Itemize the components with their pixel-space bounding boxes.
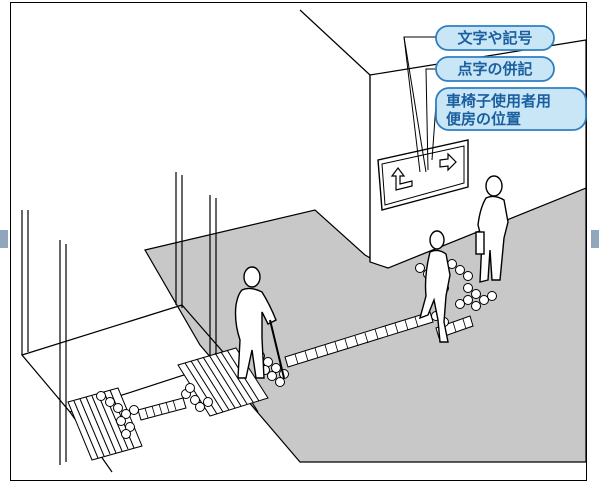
right-arrow-icon bbox=[439, 152, 457, 172]
callout-toilet-location-line1: 車椅子使用者用 bbox=[446, 92, 551, 110]
person-with-cane bbox=[234, 266, 285, 379]
frame-tab-left bbox=[0, 230, 8, 248]
pedestrian-walking bbox=[418, 230, 451, 343]
directional-sign bbox=[377, 139, 469, 211]
callout-braille-label: 点字の併記 bbox=[457, 60, 532, 78]
callout-toilet-location: 車椅子使用者用 便房の位置 bbox=[435, 87, 587, 131]
left-up-arrow-icon bbox=[390, 167, 413, 191]
callout-characters-symbols-label: 文字や記号 bbox=[457, 29, 532, 47]
callout-toilet-location-line2: 便房の位置 bbox=[446, 110, 521, 128]
tactile-warning-dots bbox=[96, 259, 497, 439]
frame-tab-right bbox=[591, 230, 599, 248]
callout-characters-symbols: 文字や記号 bbox=[435, 25, 555, 51]
callout-braille: 点字の併記 bbox=[435, 56, 555, 82]
pedestrian-standing bbox=[475, 175, 509, 283]
